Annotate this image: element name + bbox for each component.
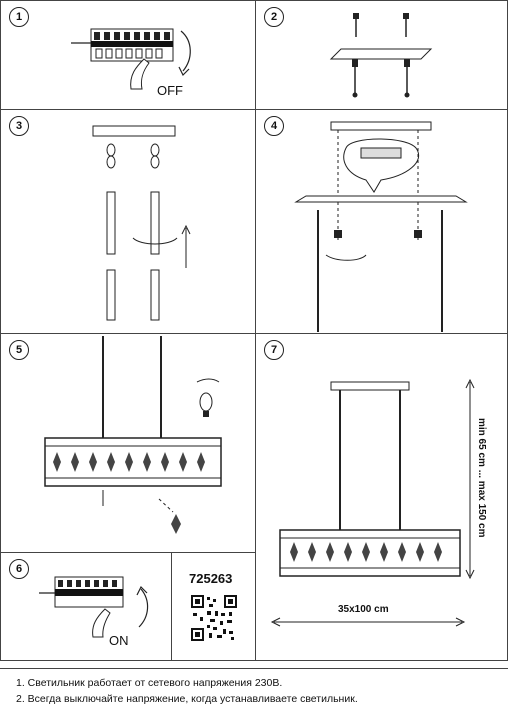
- ceiling-mount-illustration: [294, 121, 468, 332]
- safety-notes: 1. Светильник работает от сетевого напря…: [0, 668, 508, 720]
- step-2-panel: 2: [255, 0, 508, 110]
- step-number-badge: 6: [9, 559, 29, 579]
- breaker-on-illustration: [39, 576, 149, 638]
- step-number-badge: 3: [9, 116, 29, 136]
- step-6-panel: 6 ON: [0, 552, 172, 661]
- height-dimension: min 65 cm ... max 150 cm: [476, 418, 487, 538]
- step-number-badge: 4: [264, 116, 284, 136]
- product-info-panel: 725263: [171, 552, 256, 661]
- step-1-panel: 1 OFF: [0, 0, 256, 110]
- step-number-badge: 2: [264, 7, 284, 27]
- note-line: 2. Всегда выключайте напряжение, когда у…: [16, 693, 358, 705]
- step-number-badge: 7: [264, 340, 284, 360]
- step-number-badge: 5: [9, 340, 29, 360]
- fixture-bulb-illustration: [44, 336, 222, 534]
- breaker-off-illustration: [71, 28, 191, 90]
- on-label: ON: [109, 633, 129, 648]
- product-code: 725263: [189, 571, 233, 586]
- qr-code: [191, 595, 237, 641]
- rod-assembly-illustration: [92, 125, 191, 321]
- width-dimension: 35x100 cm: [338, 604, 389, 615]
- step-number-badge: 1: [9, 7, 29, 27]
- note-line: 1. Светильник работает от сетевого напря…: [16, 677, 283, 689]
- step-3-panel: 3: [0, 109, 256, 334]
- off-label: OFF: [157, 83, 183, 98]
- step-7-panel: 7 min 65 cm ... max 150 cm 35x100 cm: [255, 333, 508, 661]
- installed-fixture-illustration: [270, 378, 475, 627]
- step-4-panel: 4: [255, 109, 508, 334]
- mounting-bracket-illustration: [329, 13, 433, 98]
- step-5-panel: 5: [0, 333, 256, 553]
